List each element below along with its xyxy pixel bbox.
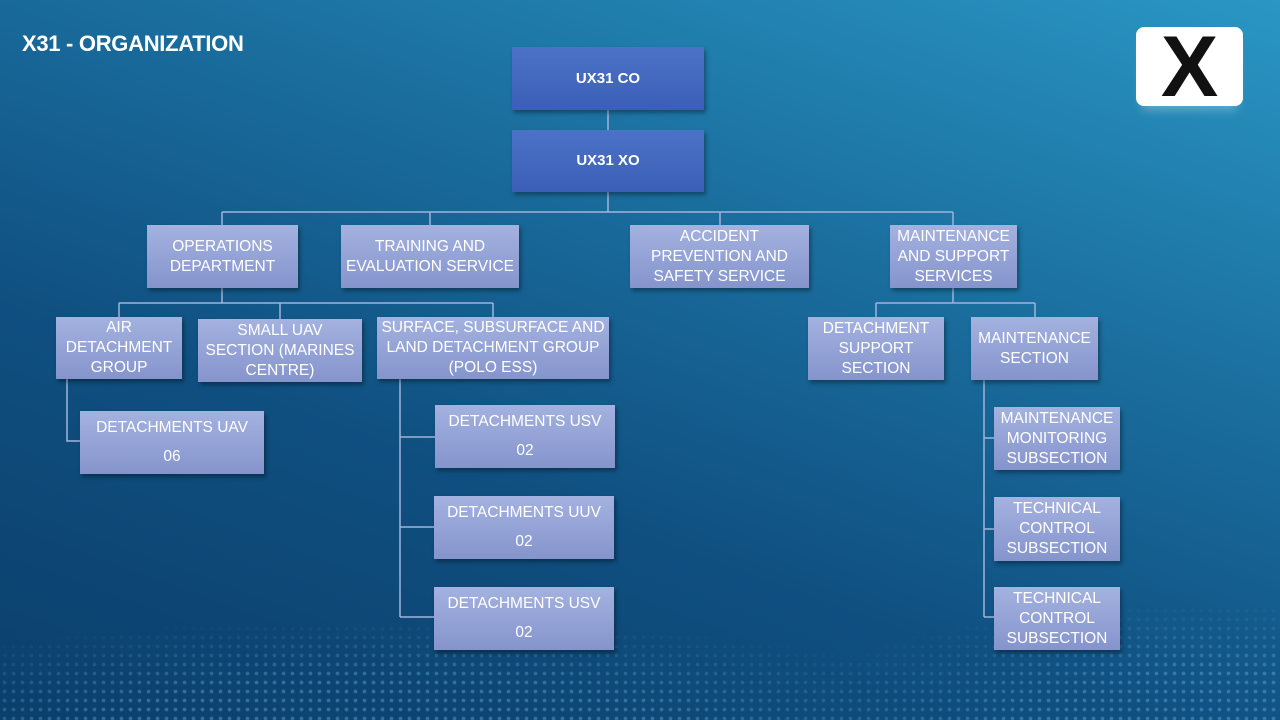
node-count: 02: [516, 442, 534, 459]
node-detachments-usv: DETACHMENTS USV 02: [435, 405, 615, 468]
node-maintenance-support: MAINTENANCE AND SUPPORT SERVICES: [890, 225, 1017, 288]
node-maintenance-section: MAINTENANCE SECTION: [971, 317, 1098, 380]
node-technical-control: TECHNICAL CONTROL SUBSECTION: [994, 587, 1120, 650]
node-label: AIR DETACHMENT GROUP: [65, 319, 173, 376]
node-count: 02: [515, 533, 533, 550]
node-label: UX31 XO: [576, 152, 640, 169]
page-title: X31 - ORGANIZATION: [22, 31, 244, 56]
node-label: SMALL UAV SECTION (MARINES CENTRE): [205, 321, 355, 379]
node-count: 06: [163, 448, 181, 465]
node-technical-control: TECHNICAL CONTROL SUBSECTION: [994, 497, 1120, 561]
node-ux31-xo: UX31 XO: [512, 130, 704, 192]
node-label: ACCIDENT PREVENTION AND SAFETY SERVICE: [651, 227, 788, 285]
node-count: 02: [515, 624, 533, 641]
node-label: UX31 CO: [575, 69, 641, 87]
node-surface-detachment-group: SURFACE, SUBSURFACE AND LAND DETACHMENT …: [377, 317, 609, 379]
node-training-evaluation: TRAINING AND EVALUATION SERVICE: [341, 225, 519, 288]
node-detachment-support: DETACHMENT SUPPORT SECTION: [808, 317, 944, 380]
node-label: TECHNICAL CONTROL SUBSECTION: [1006, 500, 1108, 557]
node-detachments-uav: DETACHMENTS UAV 06: [80, 411, 264, 474]
node-air-detachment-group: AIR DETACHMENT GROUP: [56, 317, 182, 379]
node-small-uav-section: SMALL UAV SECTION (MARINES CENTRE): [198, 319, 362, 382]
node-detachments-uuv: DETACHMENTS UUV 02: [434, 496, 614, 559]
node-operations-department: OPERATIONS DEPARTMENT: [147, 225, 298, 288]
node-label: MAINTENANCE AND SUPPORT SERVICES: [897, 227, 1010, 285]
node-label: DETACHMENTS USV: [448, 413, 602, 430]
node-label: SURFACE, SUBSURFACE AND LAND DETACHMENT …: [381, 319, 605, 376]
node-label: OPERATIONS DEPARTMENT: [169, 237, 276, 275]
node-ux31-co: UX31 CO: [512, 47, 704, 110]
node-label: TECHNICAL CONTROL SUBSECTION: [1006, 589, 1108, 647]
x31-logo: X: [1136, 27, 1243, 106]
node-label: TRAINING AND EVALUATION SERVICE: [346, 237, 514, 275]
node-label: DETACHMENTS UUV: [447, 504, 601, 521]
node-label: DETACHMENTS UAV: [96, 419, 248, 436]
node-label: DETACHMENTS USV: [447, 595, 601, 612]
node-maintenance-monitoring: MAINTENANCE MONITORING SUBSECTION: [994, 407, 1120, 470]
node-label: MAINTENANCE MONITORING SUBSECTION: [1000, 409, 1114, 467]
node-accident-prevention: ACCIDENT PREVENTION AND SAFETY SERVICE: [630, 225, 809, 288]
node-label: MAINTENANCE SECTION: [978, 329, 1091, 367]
node-detachments-usv: DETACHMENTS USV 02: [434, 587, 614, 650]
node-label: DETACHMENT SUPPORT SECTION: [822, 319, 930, 377]
